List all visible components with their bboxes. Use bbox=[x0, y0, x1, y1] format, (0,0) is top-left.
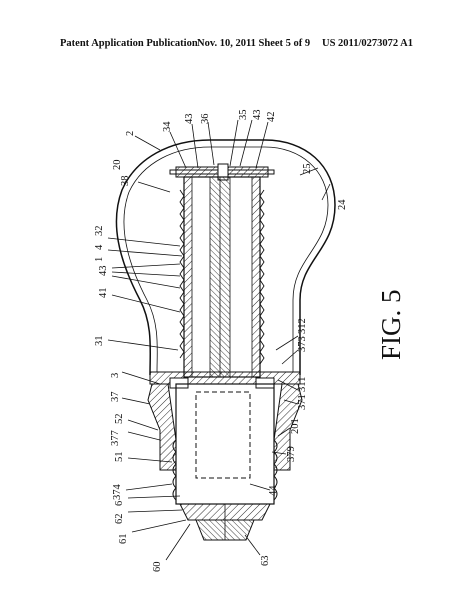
label-374: 374 bbox=[112, 484, 123, 501]
label-201: 201 bbox=[290, 418, 301, 434]
reference-labels: 2 34 43 36 35 43 42 20 25 24 38 32 4 1 4… bbox=[94, 110, 348, 573]
label-4: 4 bbox=[94, 244, 105, 250]
label-52: 52 bbox=[114, 414, 125, 425]
label-377: 377 bbox=[110, 430, 121, 446]
label-51: 51 bbox=[114, 452, 125, 463]
date-sheet-label: Nov. 10, 2011 Sheet 5 of 9 bbox=[197, 38, 311, 49]
label-34: 34 bbox=[162, 121, 173, 132]
figure-title: FIG. 5 bbox=[376, 289, 406, 360]
label-3: 3 bbox=[110, 373, 121, 378]
label-43c: 43 bbox=[98, 266, 109, 277]
label-32: 32 bbox=[94, 226, 105, 237]
label-60: 60 bbox=[152, 562, 163, 573]
label-62: 62 bbox=[114, 514, 125, 525]
label-44: 44 bbox=[268, 485, 279, 496]
label-31: 31 bbox=[94, 336, 105, 347]
label-37: 37 bbox=[110, 392, 121, 403]
label-63: 63 bbox=[260, 556, 271, 567]
publication-label: Patent Application Publication bbox=[60, 38, 198, 49]
label-311: 311 bbox=[297, 377, 308, 392]
label-6: 6 bbox=[114, 501, 125, 506]
label-41: 41 bbox=[98, 288, 109, 299]
led-strip bbox=[179, 189, 265, 365]
label-20: 20 bbox=[112, 160, 123, 171]
label-61: 61 bbox=[118, 534, 129, 545]
patent-number: US 2011/0273072 A1 bbox=[322, 38, 414, 49]
label-1: 1 bbox=[94, 257, 105, 262]
label-35: 35 bbox=[238, 110, 249, 121]
bulb-envelope bbox=[115, 139, 336, 376]
label-379: 379 bbox=[286, 446, 297, 462]
label-312: 312 bbox=[297, 318, 308, 334]
page-header: Patent Application Publication Nov. 10, … bbox=[0, 38, 474, 54]
label-38: 38 bbox=[120, 176, 131, 187]
label-2: 2 bbox=[125, 131, 136, 136]
label-24: 24 bbox=[337, 199, 348, 210]
central-tube bbox=[183, 176, 261, 378]
screw-thread bbox=[172, 439, 278, 501]
label-25: 25 bbox=[302, 164, 313, 175]
base-flange bbox=[149, 371, 301, 389]
bottom-contact bbox=[179, 503, 271, 541]
label-42: 42 bbox=[266, 112, 277, 123]
leader-lines bbox=[107, 119, 331, 561]
label-43b: 43 bbox=[252, 110, 263, 121]
label-371: 371 bbox=[297, 394, 308, 410]
neck-housing bbox=[147, 383, 303, 505]
label-43a: 43 bbox=[184, 114, 195, 125]
label-36: 36 bbox=[200, 114, 211, 125]
label-373: 373 bbox=[297, 336, 308, 352]
